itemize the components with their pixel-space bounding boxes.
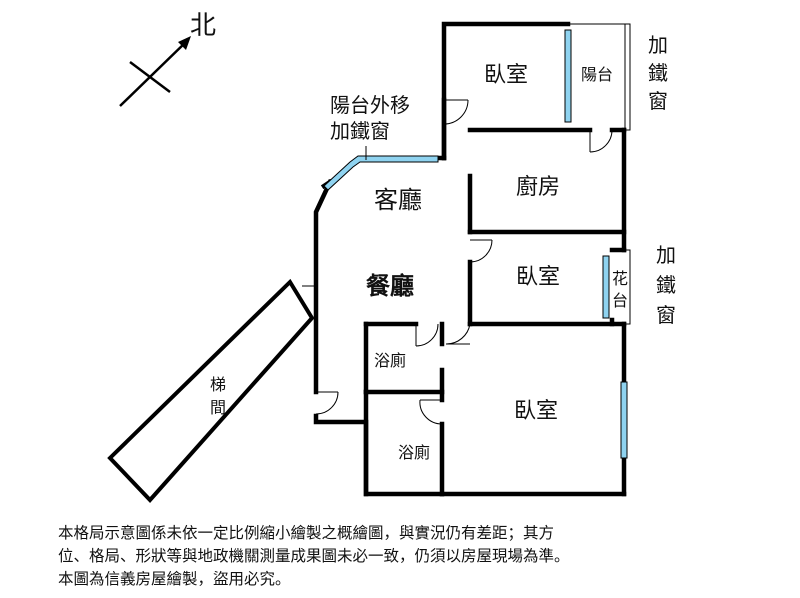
disclaimer-line-3: 本圖為信義房屋繪製，盜用必究。: [58, 570, 291, 588]
label-planter-1: 花: [612, 269, 628, 288]
label-bedroom-mid: 臥室: [516, 265, 560, 290]
note-balcony-moved-2: 加鐵窗: [330, 119, 390, 143]
note-iron-window-top-1: 加: [648, 33, 668, 57]
label-living-room: 客廳: [374, 186, 422, 214]
disclaimer-line-1: 本格局示意圖係未依一定比例縮小繪製之概繪圖，與實況仍有差距；其方: [58, 524, 555, 542]
thin-outlines: [302, 23, 631, 325]
label-dining-room: 餐廳: [366, 272, 414, 300]
note-iron-window-mid-1: 加: [656, 243, 676, 267]
annotations: 陽台外移 加鐵窗 加 鐵 窗 加 鐵 窗: [330, 33, 676, 327]
planter-outline: [624, 249, 631, 325]
door-balcony: [589, 129, 613, 153]
stairwell-label-1: 梯: [210, 375, 226, 394]
disclaimer-line-2: 位、格局、形狀等與地政機關測量成果圖未必一致，仍須以房屋現場為準。: [58, 547, 570, 565]
label-kitchen: 廚房: [516, 175, 560, 200]
note-iron-window-mid-2: 鐵: [656, 273, 676, 297]
note-balcony-moved-1: 陽台外移: [330, 93, 410, 117]
label-bath-lower: 浴廁: [398, 443, 430, 462]
label-bath-upper: 浴廁: [374, 351, 406, 370]
compass: 北: [119, 11, 216, 107]
label-planter-2: 台: [612, 291, 628, 310]
stairwell: 梯 間: [107, 278, 315, 503]
door-mid-bedroom: [469, 239, 493, 263]
door-bath-lower: [419, 399, 443, 425]
label-bedroom-bottom: 臥室: [514, 399, 558, 424]
window-bedroom-bottom: [620, 381, 628, 459]
note-iron-window-mid-3: 窗: [656, 303, 676, 327]
interior-walls: [363, 97, 627, 497]
label-bedroom-top: 臥室: [484, 63, 528, 88]
stairwell-label-2: 間: [210, 398, 226, 417]
stairwell-wall: [107, 278, 315, 503]
label-balcony: 陽台: [581, 65, 613, 84]
door-bedroom-bottom: [445, 323, 471, 345]
window-bedroom-balcony: [564, 29, 572, 123]
compass-cross: [129, 61, 171, 93]
compass-north-label: 北: [190, 11, 216, 41]
windows: [323, 29, 628, 459]
door-entrance: [315, 391, 339, 415]
doors: [315, 99, 613, 425]
door-bedroom-top: [443, 99, 469, 125]
balcony-outline: [568, 23, 631, 131]
wall-west-living: [313, 179, 333, 395]
note-iron-window-top-3: 窗: [648, 89, 668, 113]
window-planter: [602, 255, 610, 319]
disclaimer-text: 本格局示意圖係未依一定比例縮小繪製之概繪圖，與實況仍有差距；其方 位、格局、形狀…: [58, 522, 778, 591]
wall-bedroom-top: [441, 21, 571, 161]
window-living-balcony: [323, 155, 439, 191]
compass-arrowhead: [178, 36, 191, 50]
note-iron-window-top-2: 鐵: [648, 61, 668, 85]
door-bath-upper: [415, 323, 439, 347]
compass-arrow: [119, 39, 189, 107]
room-labels: 臥室 陽台 廚房 臥室 客廳 餐廳 浴廁 浴廁 臥室 花 台: [366, 63, 628, 462]
